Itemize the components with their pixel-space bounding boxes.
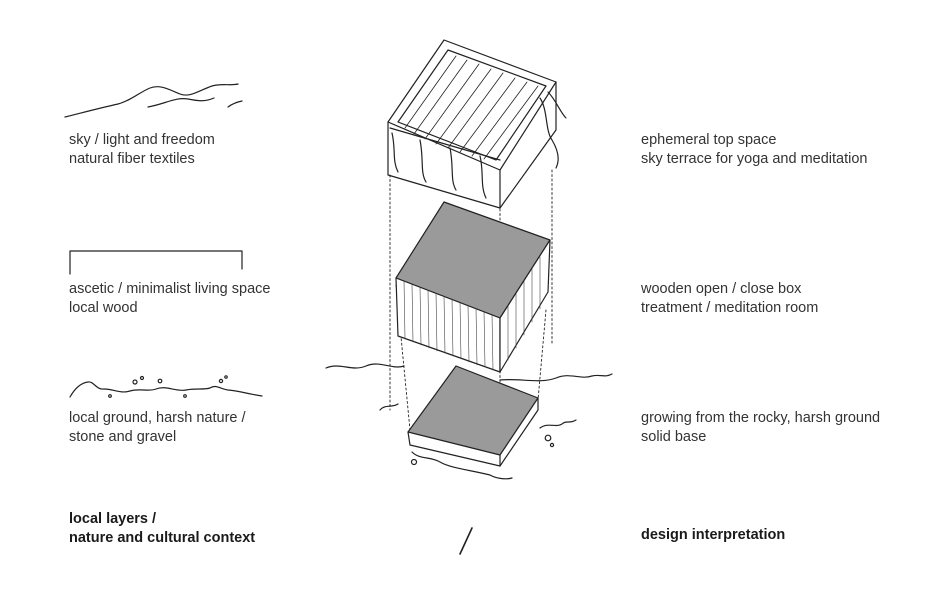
label-sky-line2: natural fiber textiles	[69, 151, 195, 167]
terrain-line	[325, 363, 613, 382]
bracket-icon	[69, 250, 243, 275]
wooden-box	[395, 201, 551, 373]
label-design-interpretation: design interpretation	[641, 526, 785, 545]
label-box-line1: wooden open / close box	[641, 281, 802, 297]
label-local-layers: local layers / nature and cultural conte…	[69, 510, 255, 548]
label-top-space-line2: sky terrace for yoga and meditation	[641, 151, 868, 167]
label-top-space: ephemeral top space sky terrace for yoga…	[641, 131, 867, 169]
sky-wave-icon	[64, 83, 243, 118]
label-living: ascetic / minimalist living space local …	[69, 280, 270, 318]
label-top-space-line1: ephemeral top space	[641, 132, 777, 148]
stone-base	[379, 365, 577, 480]
label-sky: sky / light and freedom natural fiber te…	[69, 131, 215, 169]
label-living-line2: local wood	[69, 300, 138, 316]
label-box: wooden open / close box treatment / medi…	[641, 280, 818, 318]
label-box-line2: treatment / meditation room	[641, 300, 819, 316]
label-local-layers-line1: local layers /	[69, 511, 157, 527]
divider-slash	[459, 527, 473, 555]
label-design-interpretation-line1: design interpretation	[641, 527, 786, 543]
label-ground-line1: local ground, harsh nature /	[69, 410, 246, 426]
label-base-line1: growing from the rocky, harsh ground	[641, 410, 881, 426]
label-local-layers-line2: nature and cultural context	[69, 530, 256, 546]
ground-icon	[69, 375, 263, 398]
top-pergola	[387, 39, 567, 209]
label-ground: local ground, harsh nature / stone and g…	[69, 409, 246, 447]
label-base-line2: solid base	[641, 429, 707, 445]
label-living-line1: ascetic / minimalist living space	[69, 281, 271, 297]
label-ground-line2: stone and gravel	[69, 429, 177, 445]
label-sky-line1: sky / light and freedom	[69, 132, 215, 148]
label-base: growing from the rocky, harsh ground sol…	[641, 409, 880, 447]
